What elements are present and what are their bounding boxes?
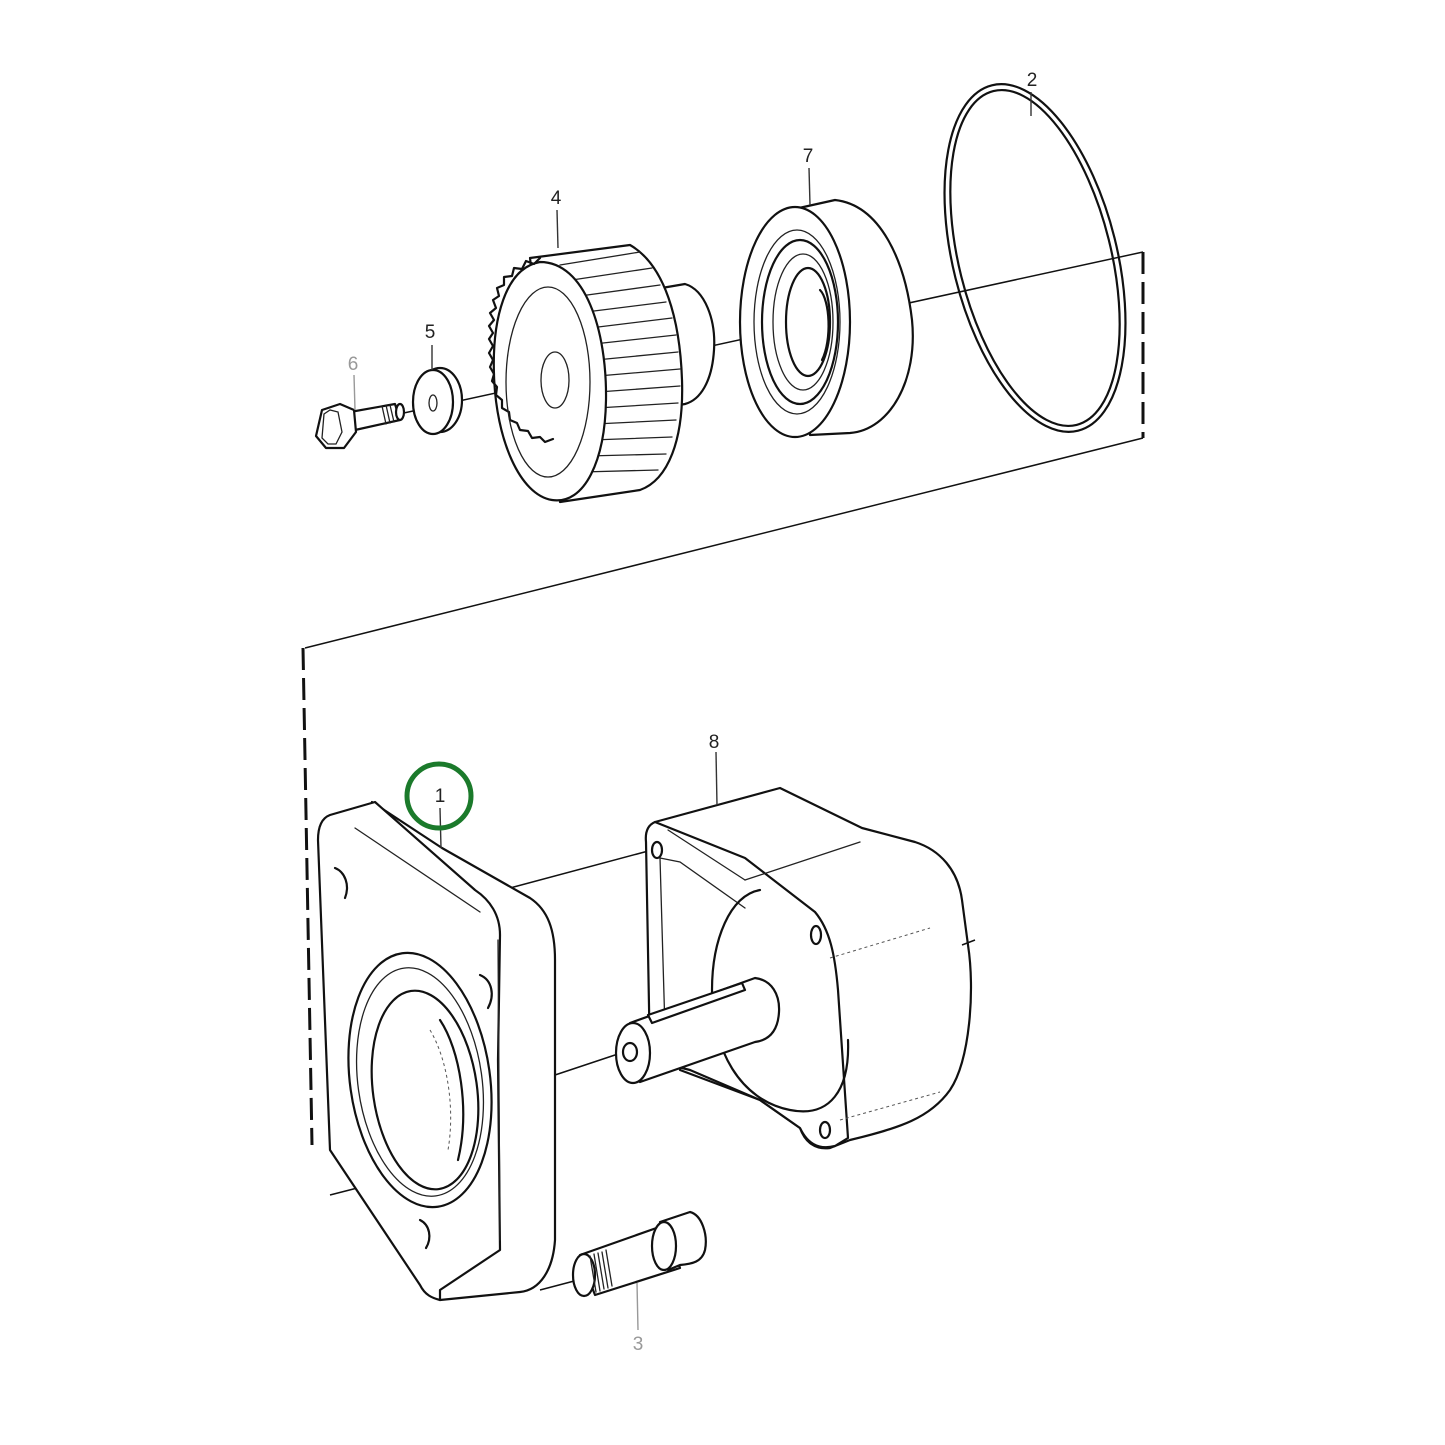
callout-3-leader bbox=[636, 1282, 639, 1331]
part-5-washer bbox=[411, 366, 464, 436]
part-2-o-ring bbox=[943, 83, 1127, 433]
callout-6: 6 bbox=[348, 354, 359, 375]
part-7-bearing bbox=[738, 198, 914, 439]
part-8-pump-housing bbox=[614, 786, 976, 1150]
callout-5: 5 bbox=[425, 322, 436, 343]
callout-6-leader bbox=[353, 374, 356, 411]
part-6-hex-bolt bbox=[314, 402, 406, 450]
callout-1: 1 bbox=[435, 786, 446, 807]
part-4-gear bbox=[487, 243, 716, 504]
callout-8-leader bbox=[715, 751, 718, 806]
assembly-bracket bbox=[301, 252, 1145, 1146]
callout-3: 3 bbox=[633, 1334, 644, 1355]
callout-7: 7 bbox=[803, 146, 814, 167]
callout-1-highlight-circle[interactable] bbox=[404, 761, 474, 831]
callout-2: 2 bbox=[1027, 70, 1038, 91]
part-1-flange-housing bbox=[316, 800, 557, 1302]
callout-7-leader bbox=[808, 167, 811, 206]
callout-4: 4 bbox=[551, 188, 562, 209]
callout-8: 8 bbox=[709, 732, 720, 753]
part-3-socket-bolt bbox=[571, 1210, 707, 1298]
callout-4-leader bbox=[556, 209, 559, 249]
